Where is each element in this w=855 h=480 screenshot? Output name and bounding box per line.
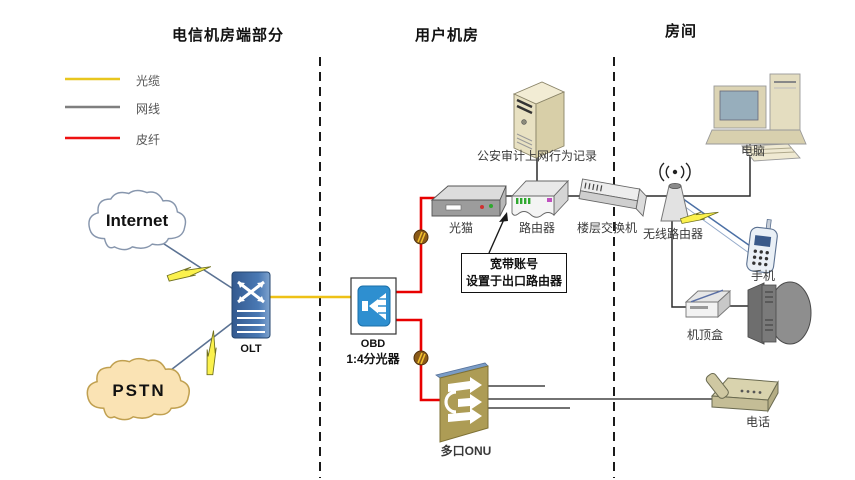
audit-server-label: 公安审计上网行为记录	[476, 149, 598, 163]
legend-label-network: 网线	[136, 102, 161, 116]
annotation-arrowhead	[499, 212, 508, 222]
bolt-internet-icon	[166, 266, 212, 282]
bolt-wifi-icon	[679, 211, 719, 224]
switch-label: 楼层交换机	[576, 221, 638, 235]
broadband-annotation: 宽带账号 设置于出口路由器	[461, 253, 567, 293]
obd-sublabel: 1:4分光器	[346, 352, 400, 366]
pstn-cloud-icon	[86, 357, 191, 421]
wireless-router-label: 无线路由器	[642, 227, 704, 241]
annotation-line1: 宽带账号	[489, 256, 538, 271]
telephone-icon	[705, 373, 779, 413]
link-wireless-mobile2	[676, 200, 750, 254]
modem-label: 光猫	[448, 221, 474, 235]
annotation-arrow	[488, 216, 506, 254]
router-icon	[510, 179, 570, 218]
audit-server-icon	[512, 81, 566, 159]
link-obd-modem-fiber	[396, 196, 436, 294]
bolt-pstn-icon	[206, 330, 217, 376]
section-title-telecom: 电信机房端部分	[171, 27, 285, 44]
stb-label: 机顶盒	[686, 328, 724, 342]
annotation-line2: 设置于出口路由器	[465, 274, 562, 288]
router-label: 路由器	[518, 221, 556, 235]
computer-label: 电脑	[740, 144, 766, 158]
fiber-connector-icon-top	[413, 229, 429, 245]
mobile-phone-icon	[746, 218, 778, 274]
olt-icon	[231, 271, 271, 339]
floor-switch-icon	[578, 178, 647, 218]
obd-splitter-icon	[350, 277, 397, 335]
olt-label: OLT	[240, 343, 262, 355]
internet-label: Internet	[105, 211, 169, 230]
fiber-connector-icon-bottom	[413, 350, 429, 366]
optical-modem-icon	[430, 185, 507, 217]
section-title-user-room: 用户机房	[414, 27, 480, 44]
onu-label: 多口ONU	[440, 444, 492, 458]
link-pstn-olt	[166, 315, 242, 374]
pstn-label: PSTN	[112, 381, 166, 400]
telephone-label: 电话	[745, 415, 771, 429]
legend-label-fiber: 皮纤	[136, 133, 161, 147]
link-wireless-stb	[671, 218, 690, 308]
legend-label-optical: 光缆	[136, 74, 161, 88]
set-top-box-icon	[684, 289, 732, 319]
wireless-router-icon	[659, 162, 691, 222]
internet-cloud-icon	[88, 189, 187, 251]
multiport-onu-icon	[435, 362, 489, 443]
link-wireless-mobile	[678, 195, 754, 249]
mobile-label: 手机	[750, 269, 776, 283]
section-title-room: 房间	[664, 23, 698, 40]
tv-rear-icon	[747, 281, 812, 345]
obd-label: OBD	[360, 338, 386, 350]
computer-icon	[705, 73, 807, 162]
